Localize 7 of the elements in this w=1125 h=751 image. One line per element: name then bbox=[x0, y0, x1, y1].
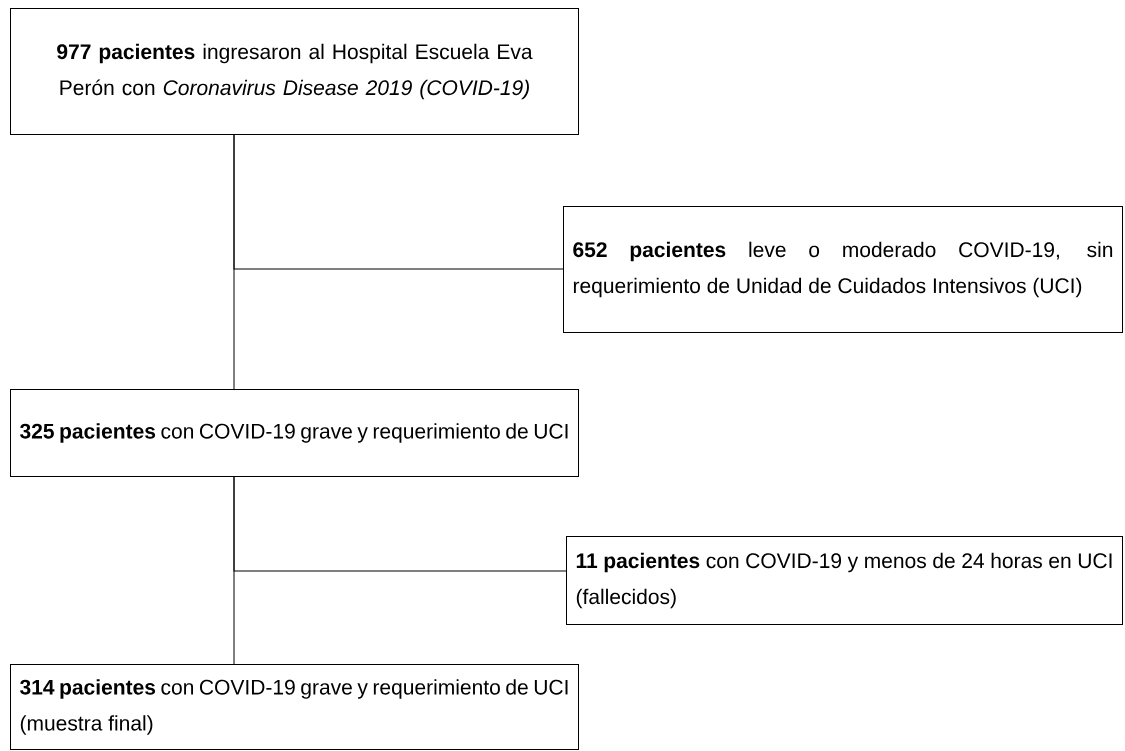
flow-box: 325 pacientes con COVID-19 grave y requerimiento de UCI bbox=[10, 389, 579, 477]
connector-line bbox=[233, 476, 235, 665]
connector-line bbox=[233, 134, 235, 390]
flow-box: 652 pacientes leve o moderado COVID-19, sin requerimiento de Unidad de Cuidados Intensivos (UCI) bbox=[563, 206, 1123, 333]
flow-box: 977 pacientes ingresaron al Hospital Escuela Eva Perón con Coronavirus Disease 2019 (COVID-19) bbox=[10, 8, 579, 135]
flow-box: 314 pacientes con COVID-19 grave y requerimiento de UCI (muestra final) bbox=[10, 664, 579, 750]
flow-box: 11 pacientes con COVID-19 y menos de 24 horas en UCI (fallecidos) bbox=[566, 536, 1123, 625]
